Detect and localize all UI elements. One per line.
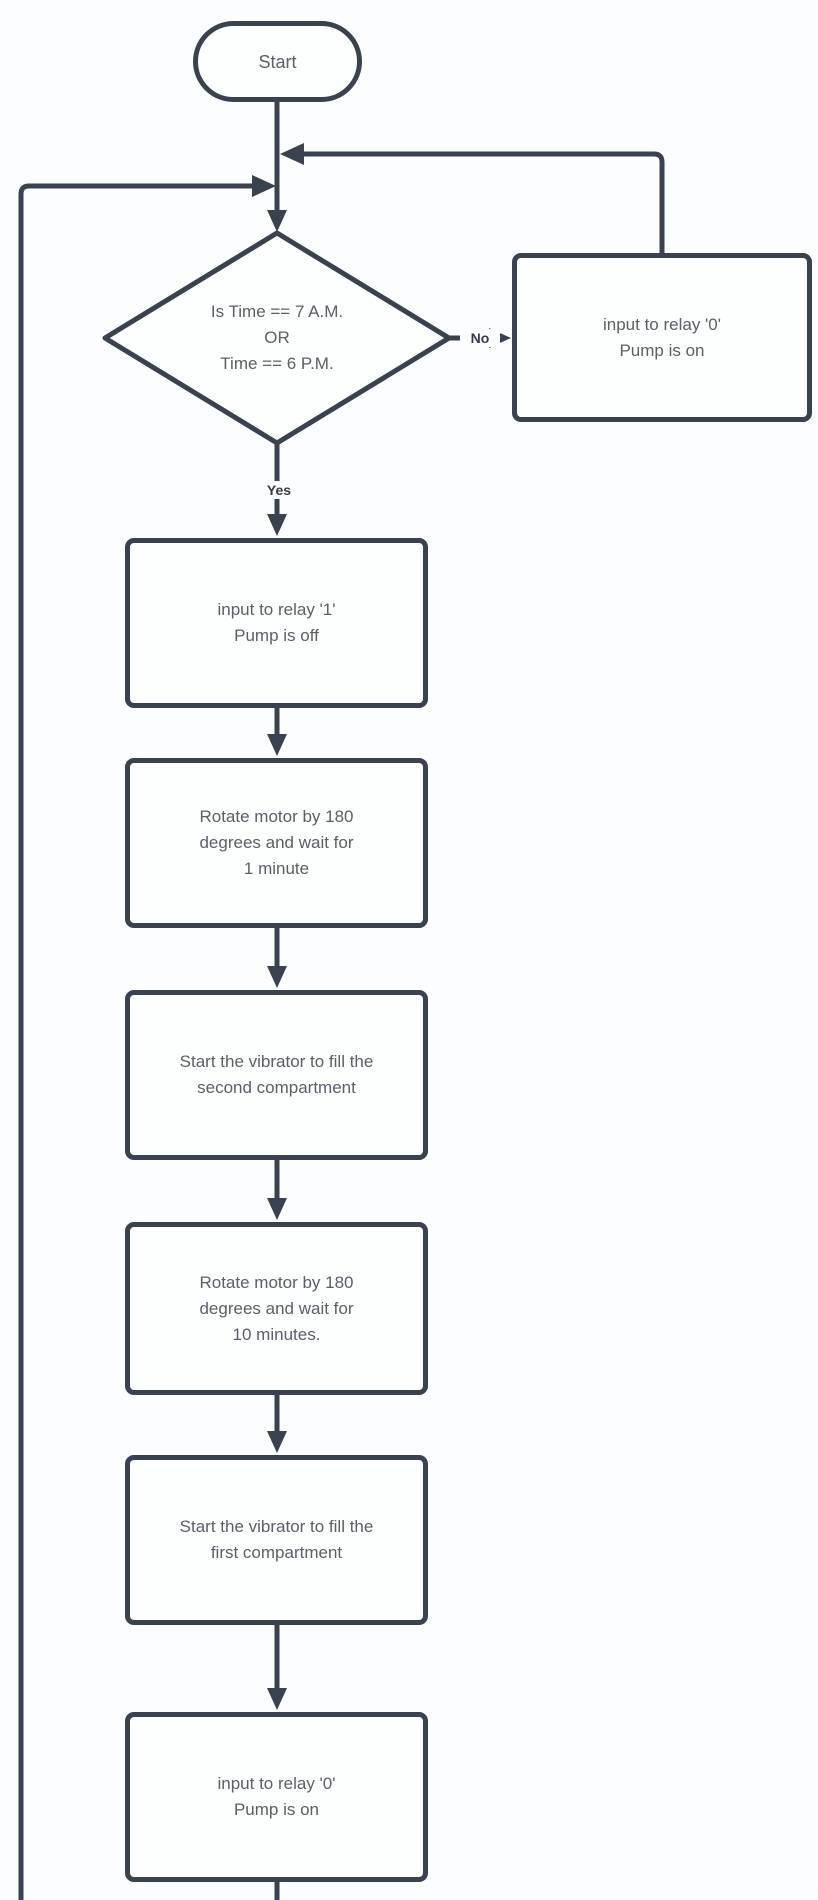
arrowhead-into-relay0-bottom — [267, 1688, 287, 1710]
node-decision: Is Time == 7 A.M. OR Time == 6 P.M. — [105, 233, 449, 443]
node-relay1-pump-off: input to relay '1' Pump is off — [125, 538, 428, 708]
node-relay0-pump-on-bottom: input to relay '0' Pump is on — [125, 1712, 428, 1882]
node-vibrator-second-compartment-label: Start the vibrator to fill the second co… — [179, 1052, 374, 1097]
node-rotate-motor-10-min: Rotate motor by 180 degrees and wait for… — [125, 1222, 428, 1395]
node-vibrator-first-compartment: Start the vibrator to fill the first com… — [125, 1455, 428, 1625]
node-relay0-pump-on-loop: input to relay '0' Pump is on — [512, 253, 812, 422]
node-decision-label: Is Time == 7 A.M. OR Time == 6 P.M. — [210, 302, 344, 373]
node-relay0-pump-on-loop-label: input to relay '0' Pump is on — [602, 314, 721, 360]
node-start: Start — [193, 21, 362, 102]
node-relay1-pump-off-label: input to relay '1' Pump is off — [217, 600, 336, 645]
arrowhead-bottom-loop-into-main-line — [252, 175, 276, 197]
arrowhead-into-vibrator-first — [267, 1431, 287, 1453]
arrowhead-into-rotate-1min — [267, 734, 287, 756]
arrowhead-into-vibrator-second — [267, 966, 287, 988]
arrowhead-into-rotate-10min — [267, 1198, 287, 1220]
edge-no-box-loop — [302, 151, 665, 253]
node-vibrator-first-compartment-label: Start the vibrator to fill the first com… — [179, 1517, 374, 1562]
node-start-label: Start — [258, 51, 297, 72]
edge-label-yes: Yes — [254, 481, 304, 499]
edge-label-no: No — [460, 329, 500, 347]
arrowhead-into-relay1-box — [267, 514, 287, 536]
node-rotate-motor-1-min: Rotate motor by 180 degrees and wait for… — [125, 758, 428, 928]
arrowhead-no-loop-into-main-line — [280, 143, 304, 165]
node-relay0-pump-on-bottom-label: input to relay '0' Pump is on — [217, 1774, 336, 1819]
edge-bottom-loop — [18, 183, 254, 1900]
arrowhead-into-decision — [267, 210, 287, 232]
node-rotate-motor-10-min-label: Rotate motor by 180 degrees and wait for… — [199, 1272, 354, 1344]
node-vibrator-second-compartment: Start the vibrator to fill the second co… — [125, 990, 428, 1160]
node-rotate-motor-1-min-label: Rotate motor by 180 degrees and wait for… — [199, 807, 354, 878]
